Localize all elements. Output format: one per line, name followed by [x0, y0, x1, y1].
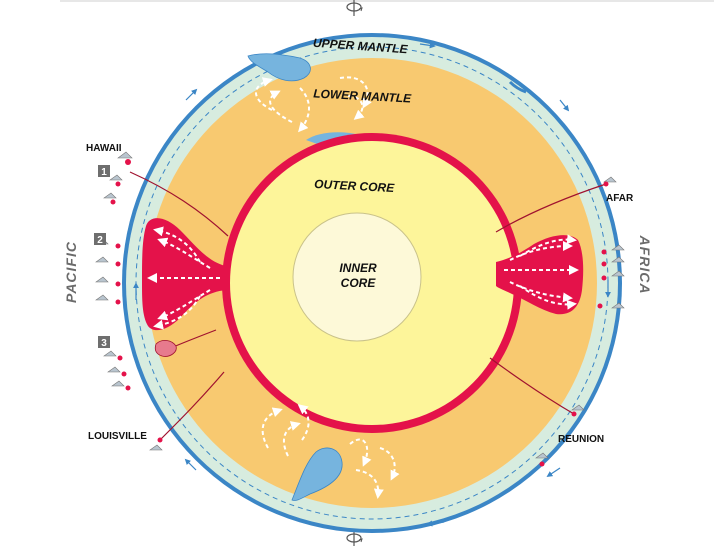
volcano-icon — [604, 177, 617, 187]
volcano-icon — [96, 295, 121, 305]
volcano-icon — [96, 277, 121, 287]
label-reunion: REUNION — [558, 434, 604, 445]
volcano-icon — [150, 438, 163, 451]
plume-blob-small — [155, 340, 176, 356]
volcano-icon — [112, 381, 131, 391]
label-inner-core-line2: CORE — [341, 276, 377, 290]
volcano-icon — [104, 193, 116, 205]
marker-1: 1 — [98, 165, 110, 178]
svg-text:3: 3 — [101, 338, 107, 349]
label-inner-core-line1: INNER — [339, 261, 377, 275]
label-louisville: LOUISVILLE — [88, 431, 147, 442]
label-africa: AFRICA — [637, 235, 653, 295]
volcano-icon — [96, 257, 121, 267]
svg-text:1: 1 — [101, 167, 107, 178]
marker-3: 3 — [98, 336, 110, 349]
rotation-axis-top-icon — [347, 0, 362, 16]
volcano-icon — [108, 367, 127, 377]
label-afar: AFAR — [606, 193, 634, 204]
label-hawaii: HAWAII — [86, 143, 122, 154]
marker-2: 2 — [94, 233, 106, 246]
svg-text:2: 2 — [97, 235, 103, 246]
volcano-icon — [104, 351, 123, 361]
volcano-icon — [110, 175, 122, 187]
label-pacific: PACIFIC — [63, 241, 79, 303]
